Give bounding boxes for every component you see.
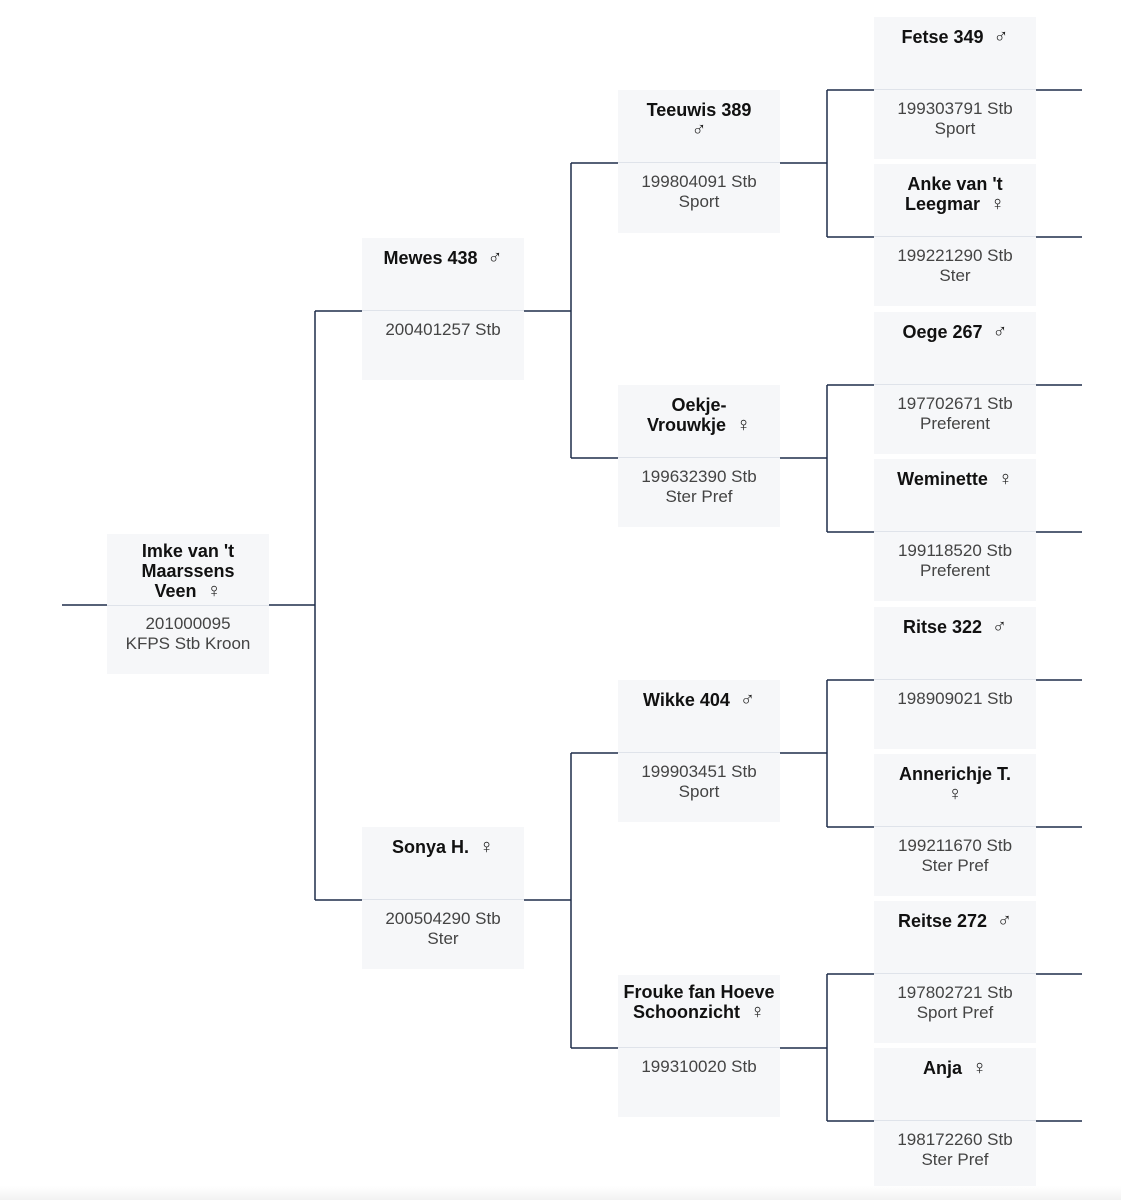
card-divider (874, 1120, 1036, 1121)
registration-number: 198172260 Stb Ster Pref (897, 1130, 1013, 1169)
card-divider (618, 752, 780, 753)
female-icon: ♀ (206, 580, 222, 602)
female-icon: ♀ (736, 414, 752, 436)
horse-card-sire-sire[interactable]: Teeuwis 389♂ 199804091 Stb Sport (618, 90, 780, 233)
male-icon: ♂ (997, 910, 1013, 932)
card-divider (618, 1047, 780, 1048)
registration-number: 199118520 Stb Preferent (897, 541, 1013, 580)
registration-number: 200504290 Stb Ster (385, 909, 501, 948)
horse-name: Oege 267 (902, 322, 983, 342)
card-divider (874, 531, 1036, 532)
registration-number: 200401257 Stb (385, 320, 501, 339)
horse-name: Imke van 't Maarssens Veen (141, 541, 235, 601)
card-divider (874, 236, 1036, 237)
horse-card-sd-dam[interactable]: Weminette ♀ 199118520 Stb Preferent (874, 459, 1036, 601)
registration-number: 199632390 Stb Ster Pref (641, 467, 757, 506)
horse-name: Ritse 322 (902, 617, 983, 637)
registration-number: 201000095 KFPS Stb Kroon (125, 614, 251, 653)
horse-name: Anke van 't Leegmar (904, 174, 1003, 214)
horse-name: Fetse 349 (901, 27, 984, 47)
registration-number: 199211670 Stb Ster Pref (897, 836, 1013, 875)
registration-number: 197802721 Stb Sport Pref (897, 983, 1013, 1022)
registration-number: 199310020 Stb (641, 1057, 757, 1076)
card-divider (874, 679, 1036, 680)
horse-card-sd-sire[interactable]: Oege 267 ♂ 197702671 Stb Preferent (874, 312, 1036, 454)
male-icon: ♂ (992, 321, 1008, 343)
male-icon: ♂ (993, 26, 1009, 48)
horse-name: Mewes 438 (383, 248, 478, 268)
horse-card-ds-sire[interactable]: Ritse 322 ♂ 198909021 Stb (874, 607, 1036, 749)
registration-number: 198909021 Stb (897, 689, 1013, 708)
horse-card-subject[interactable]: Imke van 't Maarssens Veen♀ 201000095 KF… (107, 534, 269, 674)
horse-card-ss-dam[interactable]: Anke van 't Leegmar♀ 199221290 Stb Ster (874, 164, 1036, 306)
card-divider (107, 605, 269, 606)
registration-number: 199303791 Stb Sport (897, 99, 1013, 138)
horse-card-dam[interactable]: Sonya H. ♀ 200504290 Stb Ster (362, 827, 524, 969)
registration-number: 199221290 Stb Ster (897, 246, 1013, 285)
horse-card-dd-dam[interactable]: Anja ♀ 198172260 Stb Ster Pref (874, 1048, 1036, 1190)
horse-name: Sonya H. (391, 837, 470, 857)
female-icon: ♀ (479, 836, 495, 858)
card-divider (874, 384, 1036, 385)
horse-card-dd-sire[interactable]: Reitse 272 ♂ 197802721 Stb Sport Pref (874, 901, 1036, 1043)
female-icon: ♀ (750, 1001, 765, 1023)
card-divider (874, 826, 1036, 827)
horse-name: Anja (922, 1058, 962, 1078)
female-icon: ♀ (947, 783, 963, 805)
card-divider (362, 310, 524, 311)
male-icon: ♂ (487, 247, 503, 269)
horse-card-ss-sire[interactable]: Fetse 349 ♂ 199303791 Stb Sport (874, 17, 1036, 159)
male-icon: ♂ (691, 119, 707, 141)
horse-name: Oekje-Vrouwkje (646, 395, 727, 435)
card-divider (874, 973, 1036, 974)
female-icon: ♀ (972, 1057, 987, 1079)
horse-card-sire-dam[interactable]: Oekje-Vrouwkje ♀ 199632390 Stb Ster Pref (618, 385, 780, 527)
horse-name: Frouke fan Hoeve Schoonzicht (623, 982, 775, 1022)
registration-number: 199804091 Stb Sport (641, 172, 757, 211)
registration-number: 199903451 Stb Sport (641, 762, 757, 801)
horse-card-dam-dam[interactable]: Frouke fan Hoeve Schoonzicht♀ 199310020 … (618, 975, 780, 1117)
male-icon: ♂ (992, 616, 1008, 638)
card-divider (874, 89, 1036, 90)
card-divider (362, 899, 524, 900)
page-bottom-edge (0, 1186, 1121, 1200)
female-icon: ♀ (990, 193, 1006, 215)
female-icon: ♀ (997, 468, 1013, 490)
horse-card-dam-sire[interactable]: Wikke 404 ♂ 199903451 Stb Sport (618, 680, 780, 822)
horse-name: Wikke 404 (643, 690, 730, 710)
card-divider (618, 162, 780, 163)
card-divider (618, 457, 780, 458)
horse-card-ds-dam[interactable]: Annerichje T.♀ 199211670 Stb Ster Pref (874, 754, 1036, 896)
horse-name: Weminette (897, 469, 988, 489)
horse-name: Teeuwis 389 (646, 100, 752, 120)
registration-number: 197702671 Stb Preferent (897, 394, 1013, 433)
horse-name: Annerichje T. (898, 764, 1012, 784)
male-icon: ♂ (739, 689, 755, 711)
horse-card-sire[interactable]: Mewes 438 ♂ 200401257 Stb (362, 238, 524, 380)
horse-name: Reitse 272 (897, 911, 988, 931)
